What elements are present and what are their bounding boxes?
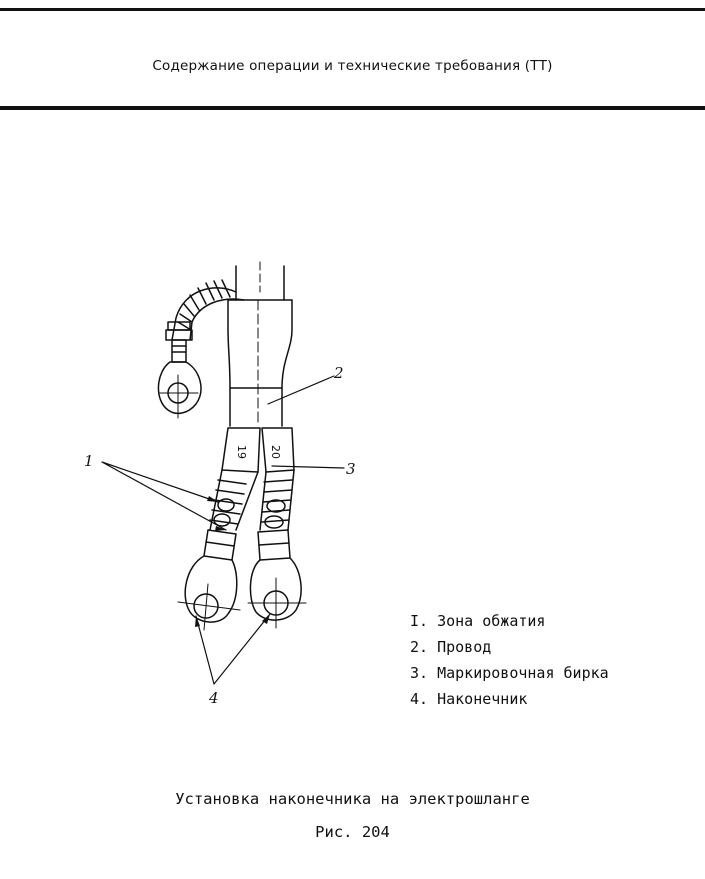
callout-4: 4 [208, 689, 219, 707]
leader-lines [101, 375, 345, 685]
legend: I. Зона обжатия 2. Провод 3. Маркировочн… [410, 608, 609, 712]
figure-caption: Установка наконечника на электрошланге [175, 790, 530, 808]
legend-item-crimp-zone: I. Зона обжатия [410, 612, 546, 630]
top-rule [0, 8, 705, 11]
legend-item-marker-tag: 3. Маркировочная бирка [410, 664, 609, 682]
hose-cable [227, 261, 293, 427]
header-title: Содержание операции и технические требов… [152, 58, 553, 74]
header-bottom-rule [0, 106, 705, 110]
legend-item-wire: 2. Провод [410, 638, 492, 656]
left-wire [177, 469, 259, 631]
tag-label-19: 19 [235, 445, 248, 459]
callout-3: 3 [346, 460, 356, 478]
tag-label-20: 20 [269, 445, 282, 459]
legend-item-lug: 4. Наконечник [410, 690, 528, 708]
leader-arrows [195, 496, 270, 627]
callout-1: 1 [84, 452, 94, 470]
figure-number: Рис. 204 [315, 823, 390, 841]
side-wire [157, 279, 245, 419]
callout-2: 2 [333, 364, 344, 382]
marker-tags [221, 427, 295, 473]
right-wire [247, 469, 307, 629]
